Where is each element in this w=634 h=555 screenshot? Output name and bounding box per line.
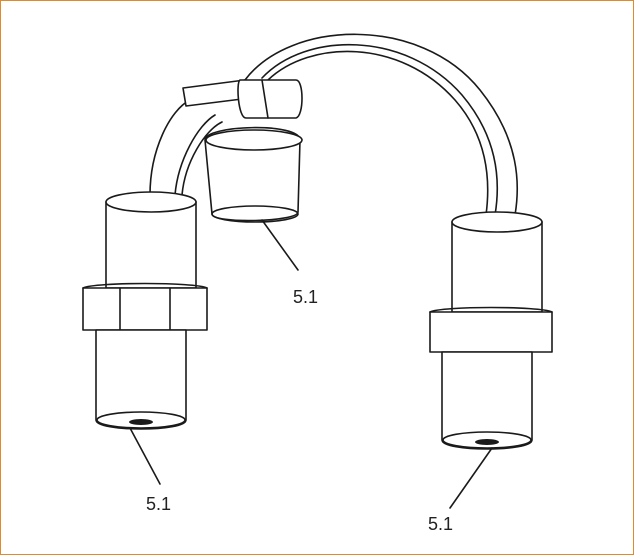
top-fitting [204,126,303,223]
leader-lines [129,219,493,509]
arched-tube [244,33,519,216]
leader-line-left [129,427,161,485]
top-coupling [182,79,303,119]
left-tube [149,99,223,196]
callout-label-top: 5.1 [293,287,318,307]
leader-line-right [449,447,493,509]
leader-line-top [261,219,299,271]
callout-label-left: 5.1 [146,494,171,514]
callout-label-right: 5.1 [428,514,453,534]
left-fitting [82,191,208,430]
right-fitting [429,211,553,450]
